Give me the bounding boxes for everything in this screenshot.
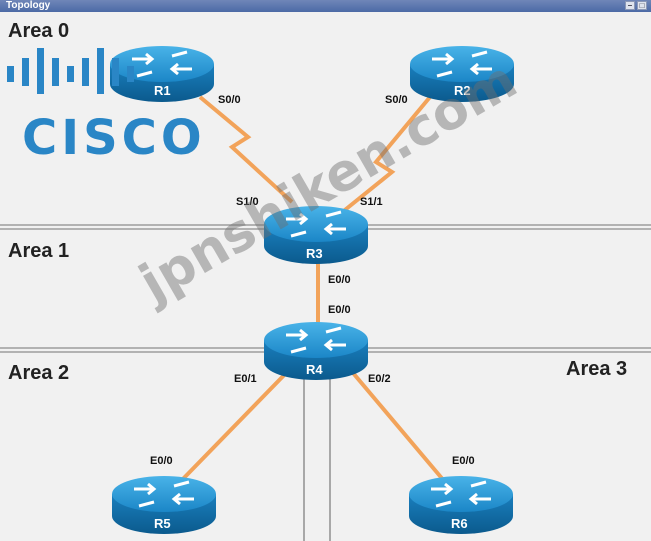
link-r4-r6 [346, 365, 447, 484]
iface-r4-e01: E0/1 [234, 373, 257, 385]
area-label-1: Area 1 [8, 240, 70, 262]
iface-r4-e00: E0/0 [328, 304, 351, 316]
link-r2-r3 [328, 95, 432, 224]
window-title: Topology [6, 0, 51, 11]
window-titlebar: Topology – □ [0, 0, 651, 12]
iface-r3-s10: S1/0 [236, 196, 259, 208]
window-controls: – □ [625, 1, 647, 10]
cisco-logo-icon [7, 48, 134, 94]
link-r1-r3 [198, 95, 294, 204]
topology-canvas: R1 R2 [0, 12, 651, 541]
iface-r3-e00: E0/0 [328, 274, 351, 286]
maximize-button[interactable]: □ [637, 1, 647, 10]
router-r2: R2 [410, 46, 514, 102]
router-arrows-icon [432, 50, 492, 78]
cisco-logo-text: CISCO [22, 110, 206, 166]
area-label-3: Area 3 [566, 358, 628, 380]
router-label-r1: R1 [154, 83, 171, 98]
iface-r6-e00: E0/0 [452, 455, 475, 467]
router-label-r2: R2 [454, 83, 471, 98]
router-label-r5: R5 [154, 516, 171, 531]
iface-r3-s11: S1/1 [360, 196, 383, 208]
iface-r4-e02: E0/2 [368, 373, 391, 385]
topology-diagram: R1 R2 [0, 46, 651, 541]
area-label-0: Area 0 [8, 20, 70, 42]
router-arrows-icon [134, 480, 194, 508]
router-r4: R4 [264, 322, 368, 380]
router-arrows-icon [132, 50, 192, 78]
router-arrows-icon [286, 210, 346, 238]
iface-r1-s00: S0/0 [218, 94, 241, 106]
router-arrows-icon [286, 326, 346, 354]
router-label-r3: R3 [306, 246, 323, 261]
router-r6: R6 [409, 476, 513, 534]
router-arrows-icon [431, 480, 491, 508]
link-r4-r5 [178, 365, 294, 484]
router-r1: R1 [110, 46, 214, 102]
iface-r2-s00: S0/0 [385, 94, 408, 106]
iface-r5-e00: E0/0 [150, 455, 173, 467]
router-r3: R3 [264, 206, 368, 264]
router-r5: R5 [112, 476, 216, 534]
router-label-r6: R6 [451, 516, 468, 531]
area-label-2: Area 2 [8, 362, 70, 384]
minimize-button[interactable]: – [625, 1, 635, 10]
router-label-r4: R4 [306, 362, 323, 377]
